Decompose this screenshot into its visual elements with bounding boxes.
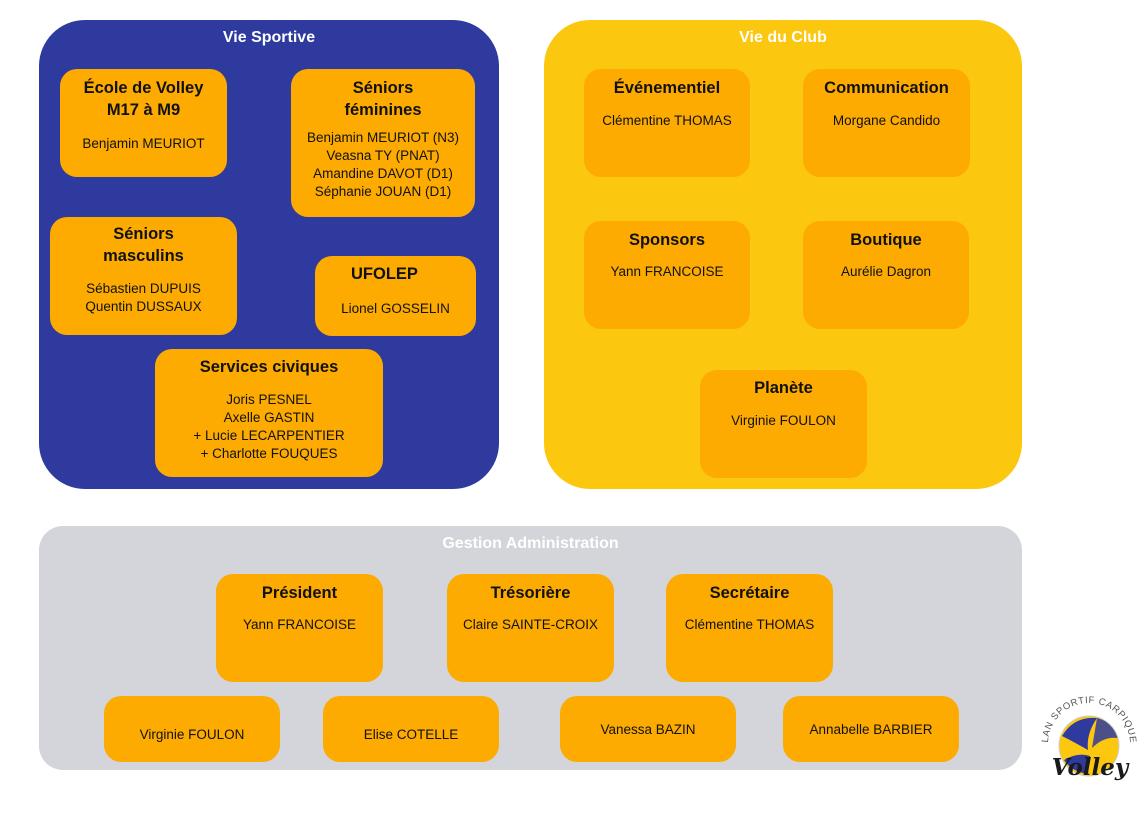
member-name: Virginie FOULON [731, 413, 836, 428]
card-secretaire: Secrétaire Clémentine THOMAS [666, 574, 833, 682]
member-name: Yann FRANCOISE [610, 264, 724, 279]
card-title: Trésorière [490, 584, 571, 602]
member-name: Yann FRANCOISE [242, 617, 357, 632]
member-name: Veasna TY (PNAT) [326, 148, 440, 163]
member-name: Virginie FOULON [139, 726, 245, 742]
member-name: Morgane Candido [832, 113, 941, 128]
member-card: Elise COTELLE [323, 696, 499, 762]
card-seniors-feminines: Séniors féminines Benjamin MEURIOT (N3) … [291, 69, 475, 217]
volleyball-icon: ÉLAN SPORTIF CARPIQUET Volley [1031, 670, 1138, 781]
card-evenementiel: Événementiel Clémentine THOMAS [584, 69, 750, 177]
card-title: Communication [824, 79, 949, 97]
card-ecole-de-volley: École de Volley M17 à M9 Benjamin MEURIO… [60, 69, 227, 177]
card-services-civiques: Services civiques Joris PESNEL Axelle GA… [155, 349, 383, 477]
vie-sportive-title: Vie Sportive [222, 29, 316, 46]
member-name: Lionel GOSSELIN [341, 301, 450, 316]
member-name: Vanessa BAZIN [600, 721, 696, 737]
card-title: Secrétaire [709, 584, 790, 602]
card-sponsors: Sponsors Yann FRANCOISE [584, 221, 750, 329]
member-name: Sébastien DUPUIS [86, 281, 201, 296]
member-name: Claire SAINTE-CROIX [462, 617, 599, 632]
member-name: + Lucie LECARPENTIER [193, 428, 345, 443]
card-boutique: Boutique Aurélie Dagron [803, 221, 969, 329]
member-name: Axelle GASTIN [223, 410, 315, 425]
card-title: Sponsors [628, 231, 706, 249]
member-card: Virginie FOULON [104, 696, 280, 762]
card-title: Séniors féminines [344, 79, 422, 119]
member-name: Clémentine THOMAS [684, 617, 815, 632]
member-name: Benjamin MEURIOT (N3) [306, 130, 460, 145]
card-title: Services civiques [199, 358, 339, 376]
member-name: Joris PESNEL [226, 392, 312, 407]
card-title: École de Volley M17 à M9 [83, 79, 204, 119]
card-title: Planète [754, 379, 813, 397]
card-planete: Planète Virginie FOULON [700, 370, 867, 478]
card-title: Événementiel [613, 79, 721, 97]
card-title: Séniors masculins [103, 225, 184, 265]
member-name: + Charlotte FOUQUES [200, 446, 338, 461]
member-name: Amandine DAVOT (D1) [313, 166, 453, 181]
member-name: Séphanie JOUAN (D1) [314, 184, 452, 199]
member-name: Elise COTELLE [363, 726, 459, 742]
card-communication: Communication Morgane Candido [803, 69, 970, 177]
gestion-administration-title: Gestion Administration [442, 535, 619, 552]
card-president: Président Yann FRANCOISE [216, 574, 383, 682]
vie-du-club-title: Vie du Club [739, 29, 827, 46]
member-name: Clémentine THOMAS [602, 113, 732, 128]
club-logo: ÉLAN SPORTIF CARPIQUET Volley [1031, 670, 1142, 784]
member-card: Annabelle BARBIER [783, 696, 959, 762]
logo-word: Volley [1052, 754, 1130, 781]
member-card: Vanessa BAZIN [560, 696, 736, 762]
member-name: Annabelle BARBIER [809, 721, 933, 737]
card-title: UFOLEP [351, 265, 418, 283]
member-name: Quentin DUSSAUX [85, 299, 202, 314]
card-seniors-masculins: Séniors masculins Sébastien DUPUIS Quent… [50, 217, 237, 335]
member-name: Aurélie Dagron [840, 264, 932, 279]
card-title: Président [261, 584, 338, 602]
member-name: Benjamin MEURIOT [82, 136, 205, 151]
card-tresoriere: Trésorière Claire SAINTE-CROIX [447, 574, 614, 682]
card-title: Boutique [850, 231, 922, 249]
card-ufolep: UFOLEP Lionel GOSSELIN [315, 256, 476, 336]
